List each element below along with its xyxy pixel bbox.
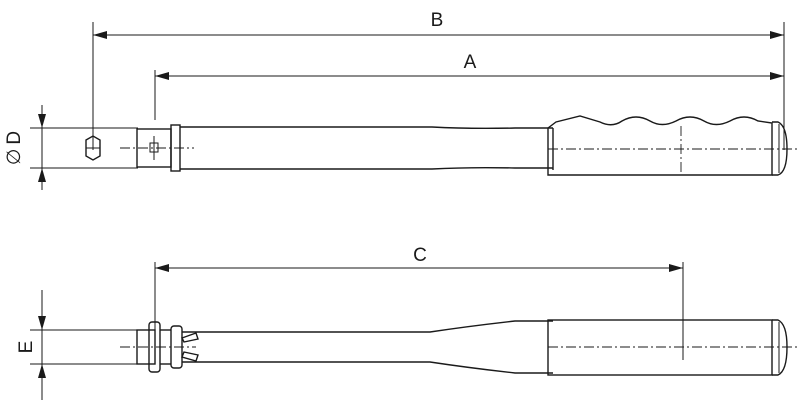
dimension-d: ∅D — [4, 105, 138, 190]
dimension-b: B — [92, 10, 785, 150]
dimension-c-label: C — [413, 245, 427, 266]
top-view: B A ∅D — [4, 10, 800, 190]
dimension-a: A — [154, 52, 784, 120]
dimension-e: E — [16, 290, 140, 400]
dimension-b-label: B — [431, 10, 444, 31]
wrench-shaft — [180, 126, 553, 170]
dimension-a-label: A — [464, 52, 477, 73]
grip-handle — [547, 115, 773, 176]
diameter-symbol: ∅ — [4, 149, 25, 166]
dimension-d-letter: D — [4, 131, 25, 145]
ratchet-lever — [181, 332, 199, 343]
dimension-c: C — [154, 245, 684, 360]
side-shaft — [182, 320, 553, 374]
side-handle — [547, 319, 773, 376]
dimension-d-label: ∅D — [4, 131, 25, 165]
side-view: C E — [16, 245, 800, 400]
hex-nut — [85, 135, 101, 161]
dimension-e-label: E — [16, 341, 37, 354]
